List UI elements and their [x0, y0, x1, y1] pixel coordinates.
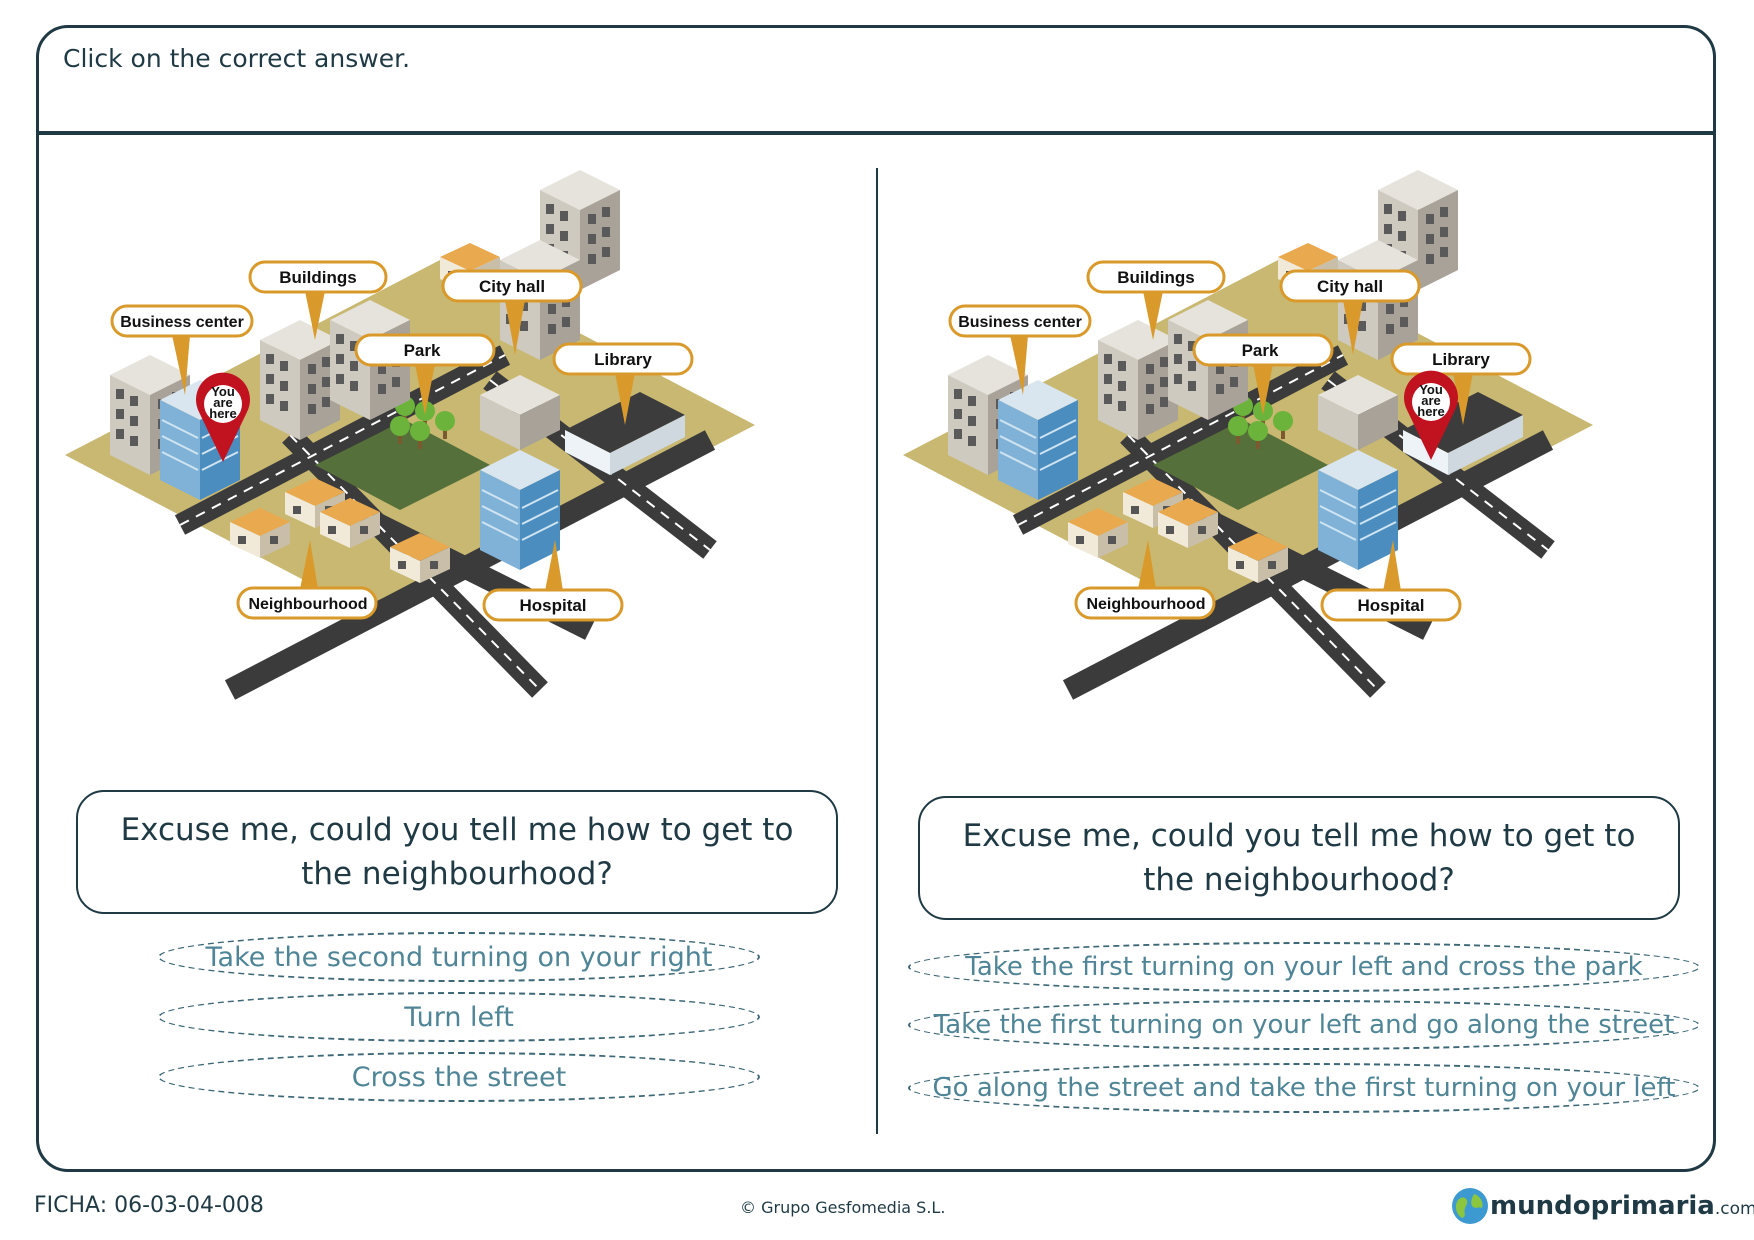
svg-text:Business center: Business center	[958, 314, 1082, 331]
map-label-city-hall: City hall	[441, 269, 583, 355]
map-label-hospital: Hospital	[482, 540, 624, 622]
answer-option-3[interactable]: Go along the street and take the first t…	[908, 1063, 1700, 1113]
instruction-separator	[36, 131, 1716, 135]
svg-text:Neighbourhood: Neighbourhood	[1086, 596, 1205, 613]
svg-text:Neighbourhood: Neighbourhood	[248, 596, 367, 613]
worksheet-id: FICHA: 06-03-04-008	[34, 1193, 264, 1218]
map-label-business-center: Business center	[948, 304, 1092, 395]
svg-text:Business center: Business center	[120, 314, 244, 331]
city-map-right: Buildings Business center City hall Park…	[903, 170, 1593, 700]
column-separator	[876, 168, 878, 1134]
you-are-here-pin-icon: You are here	[196, 372, 250, 462]
svg-text:Library: Library	[594, 350, 652, 369]
map-label-park: Park	[1192, 333, 1334, 415]
svg-text:City hall: City hall	[1317, 277, 1383, 296]
exercise-left: Buildings Business center City hall Park…	[0, 0, 877, 1172]
map-label-business-center: Business center	[110, 304, 254, 395]
map-label-neighbourhood: Neighbourhood	[236, 540, 378, 620]
svg-text:City hall: City hall	[479, 277, 545, 296]
question-box: Excuse me, could you tell me how to get …	[76, 790, 838, 914]
answer-option-1[interactable]: Take the first turning on your left and …	[908, 942, 1700, 992]
answer-option-1[interactable]: Take the second turning on your right	[158, 932, 760, 982]
instruction-text: Click on the correct answer.	[63, 44, 411, 73]
you-are-here-pin-icon: You are here	[1404, 370, 1458, 460]
city-map-left: Buildings Business center City hall Park…	[65, 170, 755, 700]
svg-text:Hospital: Hospital	[1357, 596, 1424, 615]
globe-icon	[1452, 1188, 1488, 1224]
worksheet-frame	[36, 25, 1716, 1172]
question-box: Excuse me, could you tell me how to get …	[918, 796, 1680, 920]
svg-text:Buildings: Buildings	[279, 268, 356, 287]
map-label-city-hall: City hall	[1279, 269, 1421, 355]
copyright-text: © Grupo Gesfomedia S.L.	[740, 1198, 946, 1217]
map-label-buildings: Buildings	[248, 260, 388, 340]
answer-option-3[interactable]: Cross the street	[158, 1052, 760, 1102]
svg-text:Park: Park	[1242, 341, 1279, 360]
map-label-hospital: Hospital	[1320, 540, 1462, 622]
answer-option-2[interactable]: Turn left	[158, 992, 760, 1042]
logo-wordmark: mundoprimaria.com	[1490, 1191, 1754, 1221]
map-label-library: Library	[552, 342, 694, 425]
svg-text:here: here	[1417, 404, 1444, 419]
map-label-neighbourhood: Neighbourhood	[1074, 540, 1216, 620]
svg-text:You: You	[1419, 382, 1443, 397]
svg-text:Hospital: Hospital	[519, 596, 586, 615]
answer-option-2[interactable]: Take the first turning on your left and …	[908, 1000, 1700, 1050]
exercise-right: Buildings Business center City hall Park…	[838, 0, 1715, 1172]
svg-text:are: are	[213, 395, 233, 410]
svg-text:Buildings: Buildings	[1117, 268, 1194, 287]
svg-text:You: You	[211, 384, 235, 399]
map-label-park: Park	[354, 333, 496, 415]
svg-text:here: here	[209, 406, 236, 421]
map-label-library: Library	[1390, 342, 1532, 425]
svg-text:Library: Library	[1432, 350, 1490, 369]
site-logo[interactable]: mundoprimaria.com	[1450, 1186, 1754, 1226]
svg-text:Park: Park	[404, 341, 441, 360]
svg-text:are: are	[1421, 393, 1441, 408]
map-label-buildings: Buildings	[1086, 260, 1226, 340]
